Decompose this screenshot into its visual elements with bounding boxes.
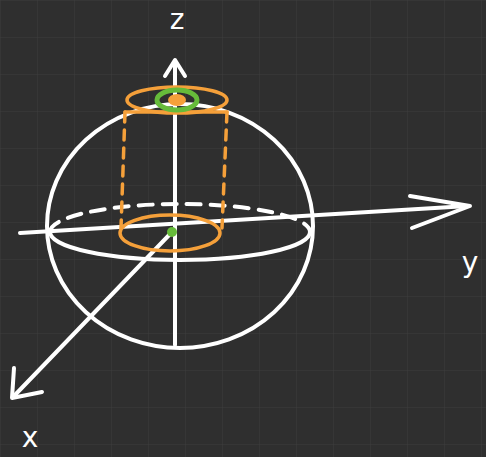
axis-label: x: [22, 424, 39, 452]
axis-label: z: [170, 6, 185, 34]
axis-label: y: [462, 249, 479, 277]
